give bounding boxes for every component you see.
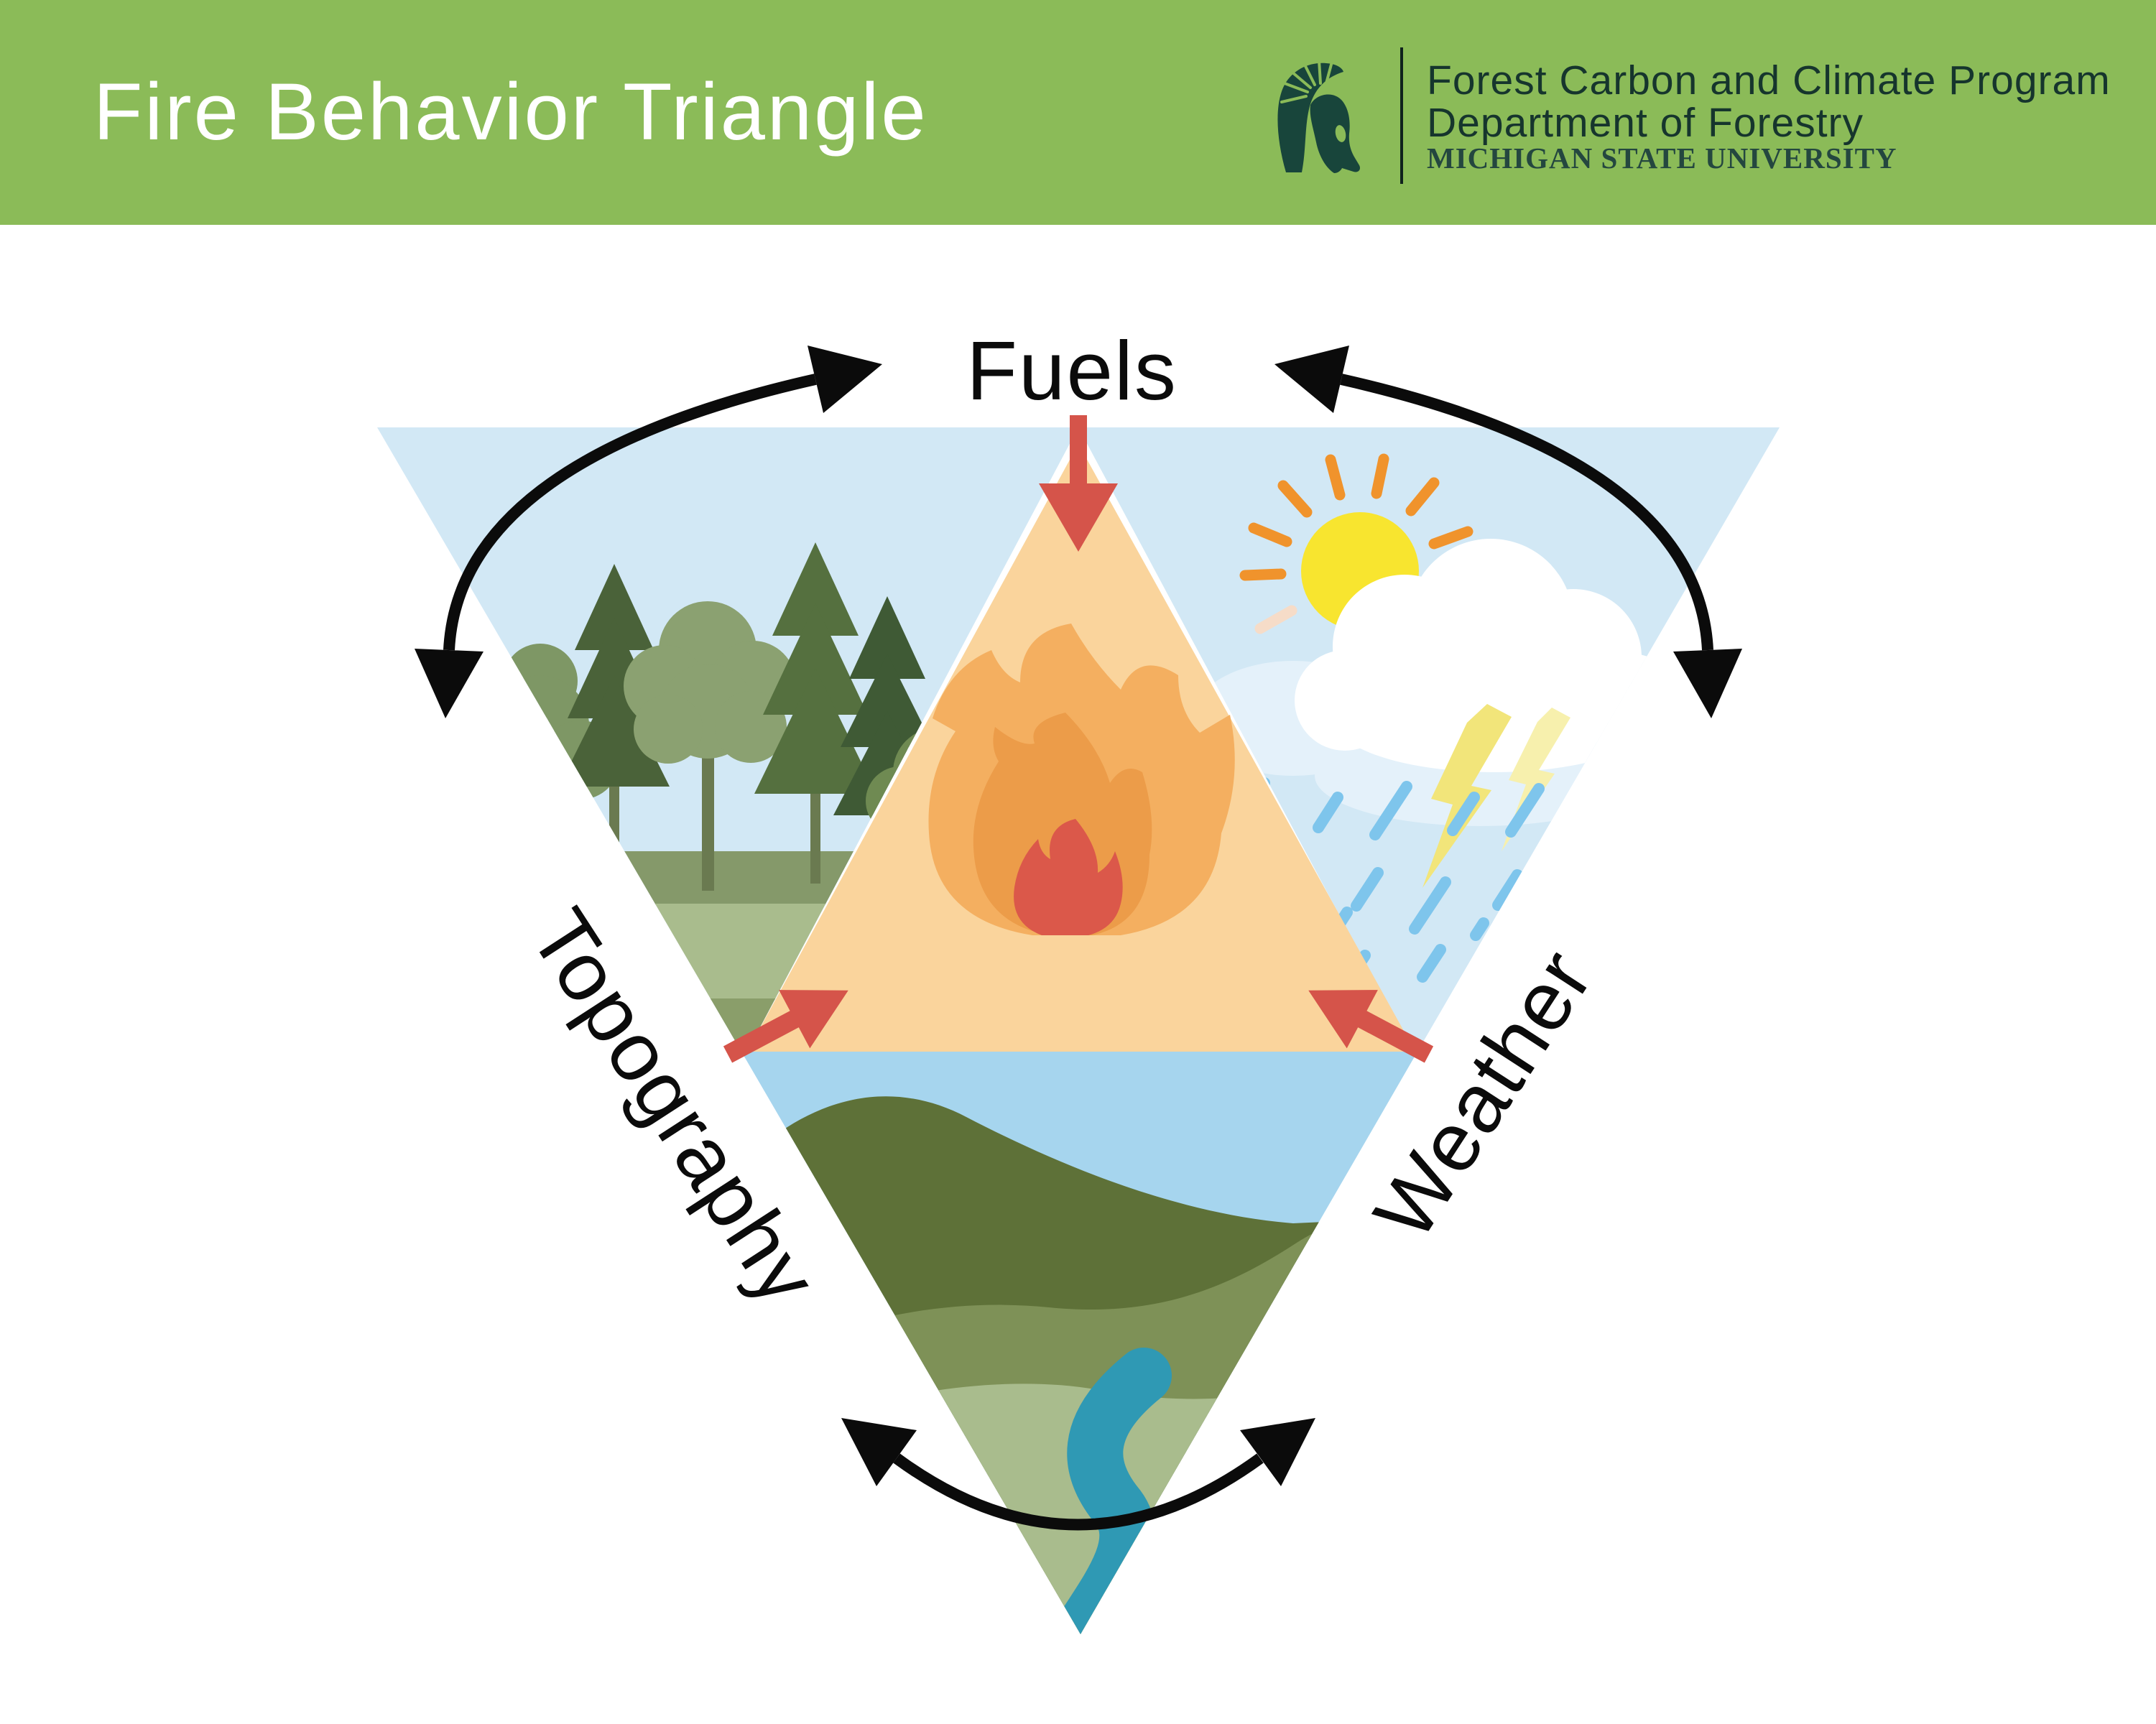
cycle-arrows: [443, 374, 1713, 1531]
weather-arrow-icon: [1308, 990, 1434, 1063]
arrowhead-icon: [415, 649, 484, 718]
msu-spartan-helmet-icon: [1277, 59, 1361, 173]
header-bar: Fire Behavior Triangle Forest Carb: [0, 0, 2156, 225]
cycle-arc-bottom: [893, 1453, 1264, 1531]
cycle-arc-right: [1340, 374, 1713, 651]
cycle-arc-left: [443, 374, 817, 651]
river-icon: [1055, 1348, 1172, 1634]
logo-department-name: Department of Forestry: [1427, 100, 1864, 146]
lightning-bolt-icon: [1422, 704, 1512, 888]
arrowhead-icon: [1274, 346, 1349, 413]
arrowhead-icon: [1673, 649, 1742, 718]
topography-arrow-icon: [723, 990, 848, 1063]
logo-university-name: MICHIGAN STATE UNIVERSITY: [1427, 142, 1897, 175]
topography-scene: [741, 1052, 1417, 1634]
arrowhead-icon: [841, 1418, 917, 1486]
flame-icon: [928, 624, 1235, 935]
logo-program-name: Forest Carbon and Climate Program: [1427, 57, 2111, 103]
arrowhead-icon: [1240, 1418, 1315, 1486]
label-fuels: Fuels: [966, 324, 1178, 417]
sun-icon: [1239, 453, 1473, 634]
cycle-arrowheads: [415, 346, 1742, 1486]
page-title: Fire Behavior Triangle: [93, 67, 928, 157]
msu-logo-block: Forest Carbon and Climate Program Depart…: [0, 0, 2156, 225]
red-input-arrows: [723, 415, 1434, 1063]
arrowhead-icon: [808, 346, 882, 413]
logo-divider: [1400, 47, 1403, 184]
fuels-arrow-icon: [1039, 415, 1118, 552]
